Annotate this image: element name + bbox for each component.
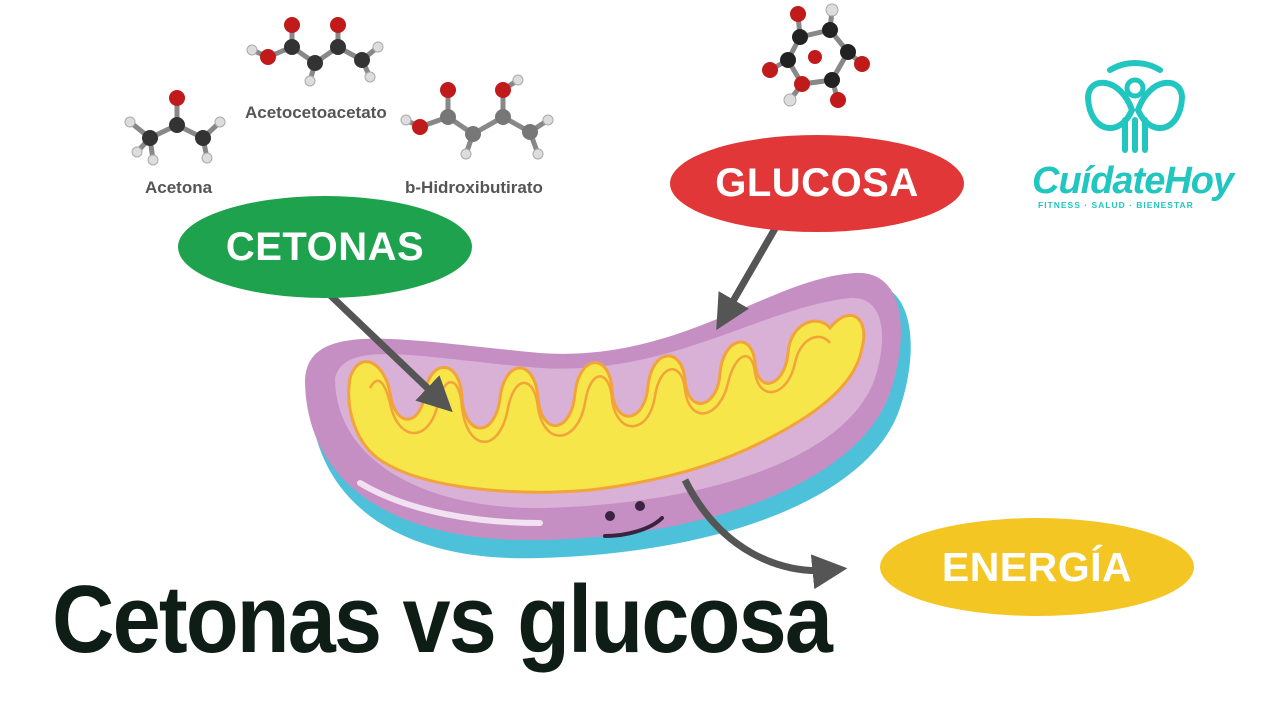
cetonas-badge: CETONAS	[178, 196, 472, 298]
glucosa-arrow	[716, 218, 784, 331]
energia-badge: ENERGÍA	[880, 518, 1194, 616]
acetoacetato-molecule	[246, 17, 384, 87]
energia-arrow	[681, 478, 848, 590]
glucose-molecule	[762, 3, 870, 108]
mitochondria-illustration	[305, 272, 911, 559]
brand-name: CuídateHoy	[1032, 160, 1234, 202]
cetonas-arrow	[327, 292, 453, 413]
acetona-label: Acetona	[145, 178, 213, 197]
brand-logo-icon	[1084, 59, 1186, 153]
glucosa-badge: GLUCOSA	[670, 135, 964, 232]
acetona-molecule	[124, 90, 226, 166]
hidroxibutirato-molecule	[400, 74, 554, 160]
hidroxibutirato-label: b-Hidroxibutirato	[405, 178, 543, 197]
acetoacetato-label: Acetocetoacetato	[245, 103, 387, 122]
brand-tagline: FITNESS · SALUD · BIENESTAR	[1038, 200, 1194, 210]
page-title: Cetonas vs glucosa	[52, 566, 833, 673]
